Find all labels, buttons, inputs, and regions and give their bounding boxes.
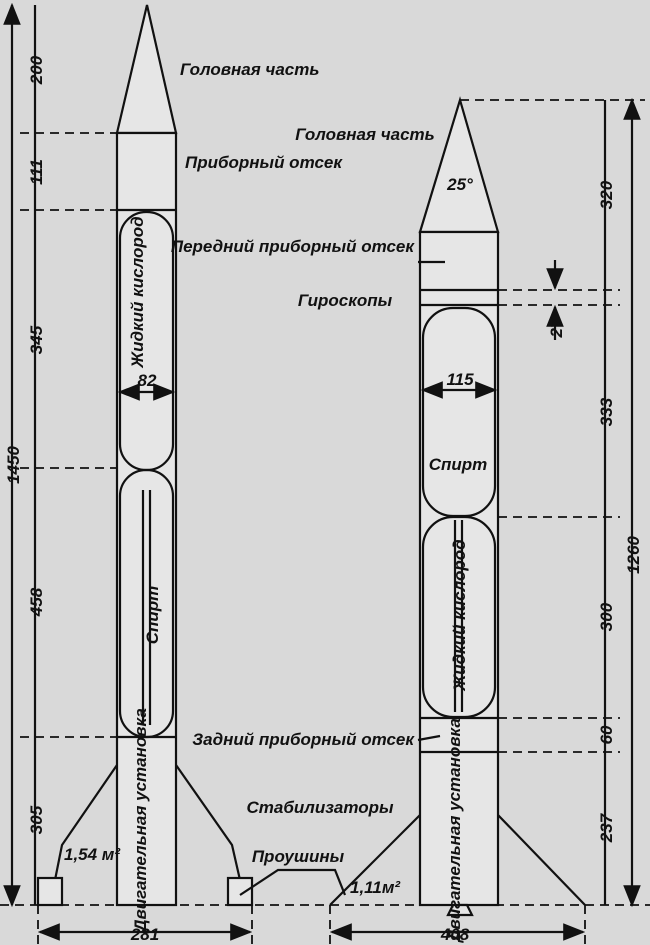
right-fin-right (497, 814, 586, 906)
right-fin-left (329, 814, 421, 906)
left-nose-label: Головная часть (180, 60, 319, 79)
left-engine-label: Двигательная установка (131, 708, 150, 934)
left-rocket (36, 4, 254, 907)
dim-left-nose: 200 (27, 55, 46, 85)
left-diameter: 82 (138, 371, 157, 390)
right-rocket (329, 96, 586, 917)
left-fin-area: 1,54 м² (64, 845, 121, 864)
dim-left-total: 1450 (4, 446, 23, 484)
dim-right-span: 408 (440, 925, 470, 944)
right-nose-cone (418, 96, 500, 234)
left-body (115, 131, 178, 907)
left-foot (36, 876, 64, 907)
left-alcohol-label: Спирт (143, 586, 162, 645)
right-nose-label: Головная часть (295, 125, 434, 144)
rear-bay-label: Задний приборный отсек (192, 730, 415, 749)
left-lox-label: Жидкий кислород (128, 216, 147, 368)
dim-right-nose: 320 (597, 180, 616, 209)
dim-left-bay: 111 (27, 159, 46, 185)
dim-left-engine: 305 (27, 805, 46, 834)
dim-right-rear: 60 (597, 725, 616, 744)
fwd-bay-label: Передний приборный отсек (171, 237, 416, 256)
dim-left-lox: 345 (27, 325, 46, 354)
dim-right-alcohol: 333 (597, 397, 616, 426)
left-nose-cone (115, 4, 178, 135)
fins-label: Стабилизаторы (246, 798, 394, 817)
right-foot (226, 876, 254, 907)
right-alcohol-label: Спирт (429, 455, 488, 474)
nose-angle: 25° (446, 175, 473, 194)
left-fin-left (53, 764, 118, 881)
dim-right-total: 1260 (624, 536, 643, 574)
left-bay-label: Приборный отсек (185, 153, 343, 172)
right-engine-label: Двигательная установка (445, 718, 464, 944)
right-lox-label: Жидкий кислород (450, 539, 469, 691)
dim-right-lox: 300 (597, 602, 616, 631)
right-dimensions (329, 97, 645, 945)
right-fin-area: 1,11м² (350, 878, 401, 897)
left-fin-right (175, 764, 242, 881)
lugs-label: Проушины (252, 847, 345, 866)
dim-left-span: 281 (130, 925, 159, 944)
dim-right-gyro: 27 (547, 317, 566, 338)
dim-left-alcohol: 458 (27, 587, 46, 617)
right-diameter: 115 (446, 370, 474, 389)
right-body (418, 230, 500, 907)
nozzle (446, 903, 474, 917)
dim-right-engine: 237 (597, 812, 616, 843)
gyro-label: Гироскопы (298, 291, 393, 310)
left-dimensions (3, 2, 253, 945)
